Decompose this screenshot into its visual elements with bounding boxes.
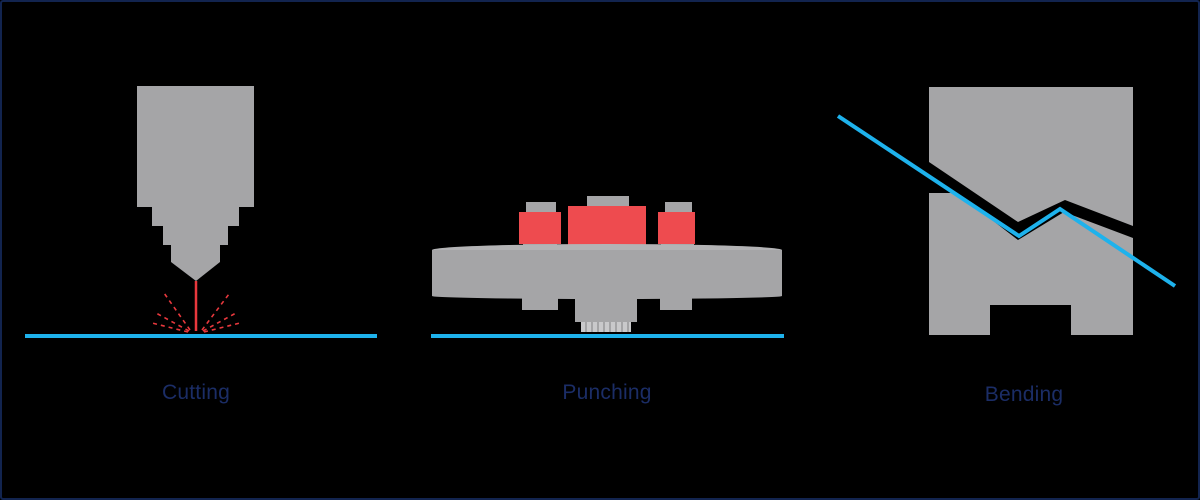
- punch-pin-block: [581, 322, 631, 332]
- cutting-label: Cutting: [162, 381, 230, 404]
- press-brake-lower-die: [929, 193, 1133, 335]
- punching-sheet-metal: [431, 334, 784, 338]
- laser-cutter-icon: [25, 86, 377, 338]
- press-brake-upper-punch: [929, 87, 1133, 226]
- punching-label: Punching: [562, 381, 652, 404]
- punch-holder: [575, 297, 637, 322]
- cutter-nozzle-step-1: [152, 207, 239, 226]
- left-lower-die: [522, 297, 558, 310]
- press-brake-icon: [836, 87, 1177, 335]
- cutter-nozzle-step-2: [163, 226, 228, 245]
- turret-disc: [432, 250, 782, 296]
- punch-pins: [585, 322, 629, 332]
- cutter-nozzle-tip: [171, 262, 220, 281]
- bending-label: Bending: [984, 383, 1064, 406]
- laser-sparks: [151, 292, 241, 333]
- punch-turret-icon: [431, 196, 784, 338]
- bending-sheet-metal: [836, 114, 1177, 288]
- cutting-sheet-metal: [25, 334, 377, 338]
- turret-bottom-edge: [432, 293, 782, 299]
- cutter-head-body: [137, 86, 254, 207]
- right-lower-die: [660, 297, 692, 310]
- cutter-nozzle-step-3: [171, 245, 220, 262]
